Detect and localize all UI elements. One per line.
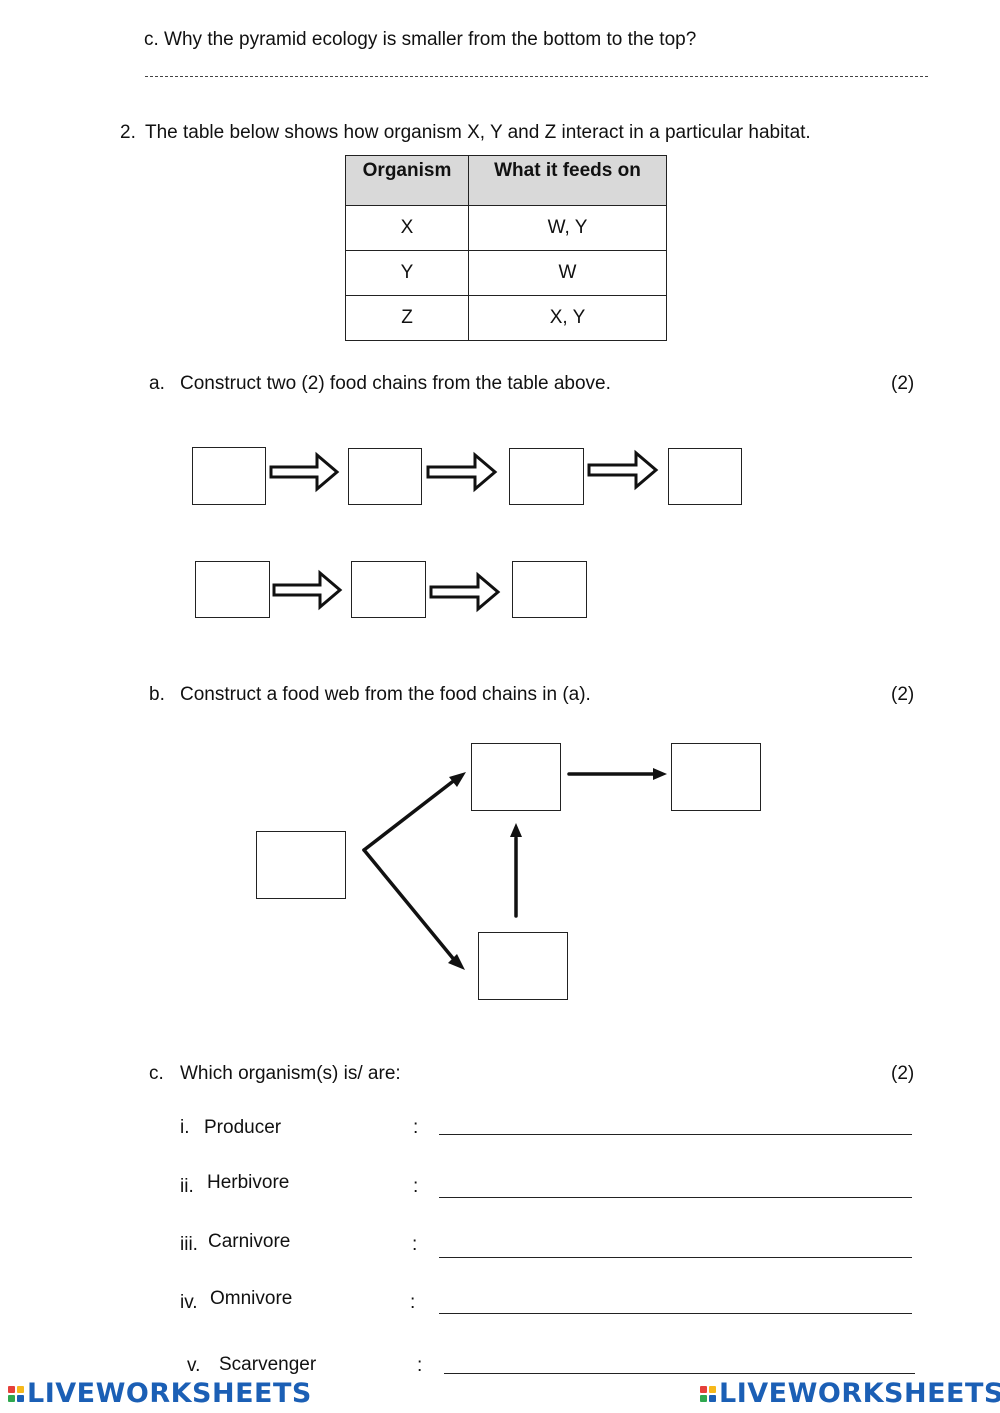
arrowhead-icon bbox=[653, 768, 667, 780]
item-producer-label: Producer bbox=[204, 1117, 282, 1138]
table-header-feeds-on: What it feeds on bbox=[468, 155, 667, 206]
web-arrow-line bbox=[362, 777, 458, 852]
food-chain-2-box-2[interactable] bbox=[351, 561, 426, 618]
table-cell-feeds-on: X, Y bbox=[468, 295, 667, 341]
table-row: Z X, Y bbox=[345, 295, 667, 341]
item-number: iv. bbox=[180, 1292, 198, 1313]
arrowhead-icon bbox=[510, 823, 522, 837]
item-number: v. bbox=[187, 1355, 201, 1376]
question-2-stem: The table below shows how organism X, Y … bbox=[145, 122, 811, 143]
food-chain-1-box-3[interactable] bbox=[509, 448, 584, 505]
item-colon: : bbox=[410, 1292, 416, 1313]
table-cell-organism: Z bbox=[345, 295, 469, 341]
item-number: iii. bbox=[180, 1234, 198, 1255]
part-c-text: Which organism(s) is/ are: bbox=[180, 1063, 401, 1084]
part-b-marks: (2) bbox=[891, 684, 915, 705]
food-chain-2-box-3[interactable] bbox=[512, 561, 587, 618]
answer-dashed-line[interactable] bbox=[145, 76, 928, 77]
arrowhead-icon bbox=[448, 954, 465, 970]
food-web-box-top-right[interactable] bbox=[671, 743, 761, 811]
part-a-marks: (2) bbox=[891, 373, 915, 394]
brand-text: LIVEWORKSHEETS bbox=[27, 1378, 312, 1409]
item-colon: : bbox=[412, 1234, 418, 1255]
liveworksheets-logo-right: LIVEWORKSHEETS bbox=[700, 1378, 1000, 1409]
part-a-label: a. bbox=[149, 373, 165, 394]
table-header-organism: Organism bbox=[345, 155, 469, 206]
part-c-marks: (2) bbox=[891, 1063, 915, 1084]
table-cell-organism: Y bbox=[345, 250, 469, 296]
food-chain-1-box-2[interactable] bbox=[348, 448, 422, 505]
previous-question-c: c. Why the pyramid ecology is smaller fr… bbox=[144, 29, 697, 50]
item-colon: : bbox=[413, 1176, 419, 1197]
item-omnivore-label: Omnivore bbox=[210, 1288, 293, 1309]
table-cell-feeds-on: W bbox=[468, 250, 667, 296]
logo-grid-icon bbox=[700, 1385, 716, 1402]
table-cell-organism: X bbox=[345, 205, 469, 251]
food-web-box-bottom[interactable] bbox=[478, 932, 568, 1000]
hollow-arrow-icon bbox=[429, 571, 501, 613]
food-chain-1-box-1[interactable] bbox=[192, 447, 266, 505]
part-c-label: c. bbox=[149, 1063, 164, 1084]
web-arrow-line bbox=[362, 848, 458, 964]
hollow-arrow-icon bbox=[426, 451, 498, 493]
part-b-text: Construct a food web from the food chain… bbox=[180, 684, 591, 705]
item-scarvenger-label: Scarvenger bbox=[219, 1354, 317, 1375]
item-colon: : bbox=[413, 1117, 419, 1138]
logo-grid-icon bbox=[8, 1385, 24, 1402]
table-row: Y W bbox=[345, 250, 667, 296]
food-web-box-top-middle[interactable] bbox=[471, 743, 561, 811]
carnivore-answer-line[interactable] bbox=[439, 1257, 912, 1258]
item-number: ii. bbox=[180, 1176, 194, 1197]
item-colon: : bbox=[417, 1355, 423, 1376]
part-b-label: b. bbox=[149, 684, 165, 705]
hollow-arrow-icon bbox=[272, 569, 343, 611]
food-web-box-left[interactable] bbox=[256, 831, 346, 899]
hollow-arrow-icon bbox=[587, 449, 659, 491]
hollow-arrow-icon bbox=[269, 451, 340, 493]
brand-text: LIVEWORKSHEETS bbox=[719, 1378, 1000, 1409]
omnivore-answer-line[interactable] bbox=[439, 1313, 912, 1314]
part-a-text: Construct two (2) food chains from the t… bbox=[180, 373, 611, 394]
food-chain-2-box-1[interactable] bbox=[195, 561, 270, 618]
question-2-number: 2. bbox=[120, 122, 136, 143]
feeding-table: Organism What it feeds on X W, Y Y W Z X… bbox=[345, 155, 667, 341]
food-chain-1-box-4[interactable] bbox=[668, 448, 742, 505]
herbivore-answer-line[interactable] bbox=[439, 1197, 912, 1198]
producer-answer-line[interactable] bbox=[439, 1134, 912, 1135]
item-carnivore-label: Carnivore bbox=[208, 1231, 291, 1252]
item-number: i. bbox=[180, 1117, 190, 1138]
item-herbivore-label: Herbivore bbox=[207, 1172, 290, 1193]
scarvenger-answer-line[interactable] bbox=[444, 1373, 915, 1374]
liveworksheets-logo-left: LIVEWORKSHEETS bbox=[8, 1378, 312, 1409]
arrowhead-icon bbox=[449, 772, 466, 787]
